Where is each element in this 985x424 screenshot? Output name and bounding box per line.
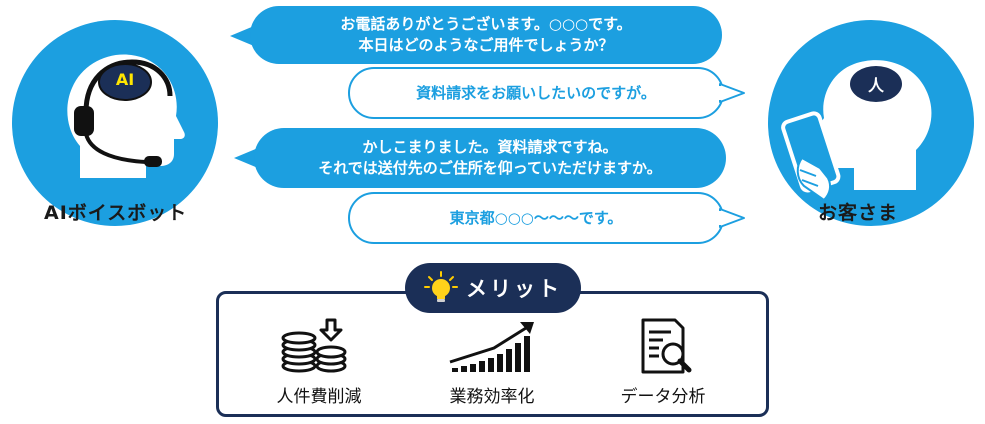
merit-label-efficiency: 業務効率化 [449,387,535,407]
speech-bubble-ai-1 [230,6,722,64]
bubble-text-ai-1: お電話ありがとうございます。○○○です。 本日はどのようなご用件でしょうか？ [340,15,632,54]
document-magnifier-icon [641,318,692,374]
ai-agent-figure: AI [10,18,220,228]
bubble-text-ai-2: かしこまりました。資料請求ですね。 それでは送付先のご住所を仰っていただけますか… [318,138,662,177]
merits-title-pill: メリット [405,263,581,313]
lightbulb-icon [424,271,458,302]
customer-label: お客さま [818,202,899,224]
speech-bubble-customer-2 [348,192,745,244]
bubble-text-customer-2: 東京都○○○～～～です。 [449,208,623,227]
speech-bubbles-layer [230,6,745,244]
merit-label-cost-reduction: 人件費削減 [276,387,362,407]
ai-badge-text: AI [115,70,135,89]
bubble-text-customer-1: 資料請求をお願いしたいのですが。 [416,83,656,102]
bar-chart-rising-icon [449,322,534,372]
customer-phone-icon [768,20,974,226]
merit-item-efficiency: 業務効率化 [417,318,567,410]
customer-figure: 人 [766,18,976,228]
merits-title: メリット [466,277,562,301]
customer-badge-text: 人 [867,76,884,95]
robot-headset-icon [12,20,218,226]
ai-agent-label: AIボイスボット [44,202,188,224]
merit-item-data-analysis: データ分析 [588,318,738,410]
coin-stacks-down-icon [281,318,347,373]
speech-bubble-ai-2 [234,128,726,188]
merit-item-cost-reduction: 人件費削減 [244,318,394,410]
merit-label-data-analysis: データ分析 [620,387,706,407]
speech-bubble-customer-1 [348,67,745,119]
